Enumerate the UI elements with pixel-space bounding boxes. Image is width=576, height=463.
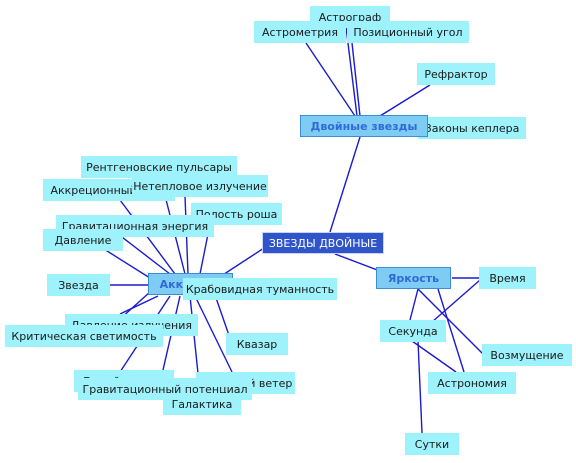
edge-binary-position [351,42,361,117]
edge-acc-wind [194,295,233,373]
pressure-node[interactable]: Давление [43,229,123,251]
critical-luminosity-node[interactable]: Критическая светимость [5,325,163,347]
time-node[interactable]: Время [479,267,536,289]
edge-acc-gravenergy [117,233,171,275]
day-node[interactable]: Сутки [405,433,459,455]
brightness-hub[interactable]: Яркость [376,267,451,289]
kepler-laws-node[interactable]: Законы кеплера [418,117,526,139]
edge-acc-radpressure [119,295,159,315]
galaxy-node[interactable]: Галактика [163,393,241,415]
astrometry-node[interactable]: Астрометрия [254,21,346,43]
crab-nebula-node[interactable]: Крабовидная туманность [183,278,337,300]
astronomy-node[interactable]: Астрономия [428,372,516,394]
xray-pulsars-node[interactable]: Рентгеновские пульсары [81,156,237,178]
edge-time-second [431,279,481,323]
edge-acc-gravpot [159,295,181,384]
binary-stars-hub[interactable]: Двойные звезды [300,115,428,137]
edge-binary-astrometry [305,42,356,117]
star-node[interactable]: Звезда [47,274,110,296]
edge-root-binary [329,136,361,233]
position-angle-node[interactable]: Позиционный угол [347,21,469,43]
excitation-node[interactable]: Возмущение [482,344,572,366]
nonthermal-node[interactable]: Нетепловое излучение [132,175,268,197]
edge-binary-refractor [379,84,431,117]
edge-bright-excitation [417,288,485,356]
second-node[interactable]: Секунда [380,320,446,342]
edge-bright-second [409,288,419,321]
refractor-node[interactable]: Рефрактор [417,63,495,85]
quasar-node[interactable]: Квазар [226,333,288,355]
edge-bright-astronomy [437,288,465,373]
edge-second-day [417,340,423,434]
root-node[interactable]: ЗВЕЗДЫ ДВОЙНЫЕ [262,232,384,254]
edge-acc-disk [119,199,176,275]
edge-second-astronomy [411,340,457,373]
